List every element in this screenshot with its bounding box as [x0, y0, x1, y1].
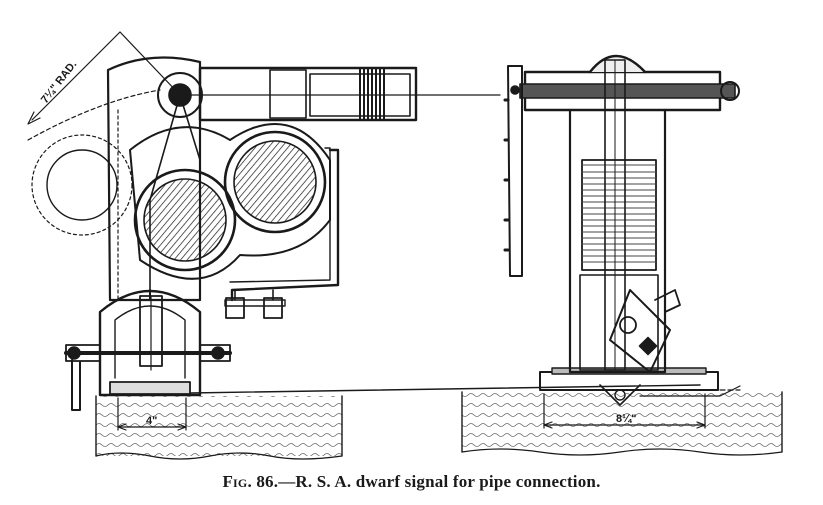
- side-elevation: 7¼" RAD. 4": [27, 31, 701, 460]
- caption-text: —R. S. A. dwarf signal for pipe connecti…: [278, 472, 601, 491]
- caption-prefix: Fig. 86.: [222, 472, 279, 491]
- base-dimension-right: 8¼": [543, 393, 706, 429]
- roundel-lower: [133, 168, 237, 272]
- base-pedestal-left: [98, 289, 202, 397]
- foundation-left: [96, 396, 342, 456]
- signal-blade: [507, 65, 523, 277]
- signal-column: [568, 108, 667, 374]
- side-bracket: [230, 148, 340, 302]
- figure-caption: Fig. 86.—R. S. A. dwarf signal for pipe …: [0, 472, 823, 492]
- base-label-left: 4": [146, 415, 157, 427]
- bracket-bolts: [224, 289, 286, 319]
- base-dimension-left: 4": [117, 397, 187, 431]
- spectacle-arm: [198, 66, 418, 122]
- roundel-upper: [223, 130, 327, 234]
- lower-crank: [599, 289, 741, 406]
- base-label-right: 8¼": [616, 413, 637, 425]
- radius-label: 7¼" RAD.: [39, 59, 80, 106]
- front-elevation: 8¼": [461, 54, 783, 456]
- swing-circle: [31, 134, 133, 236]
- radius-dimension: 7¼" RAD.: [27, 31, 181, 125]
